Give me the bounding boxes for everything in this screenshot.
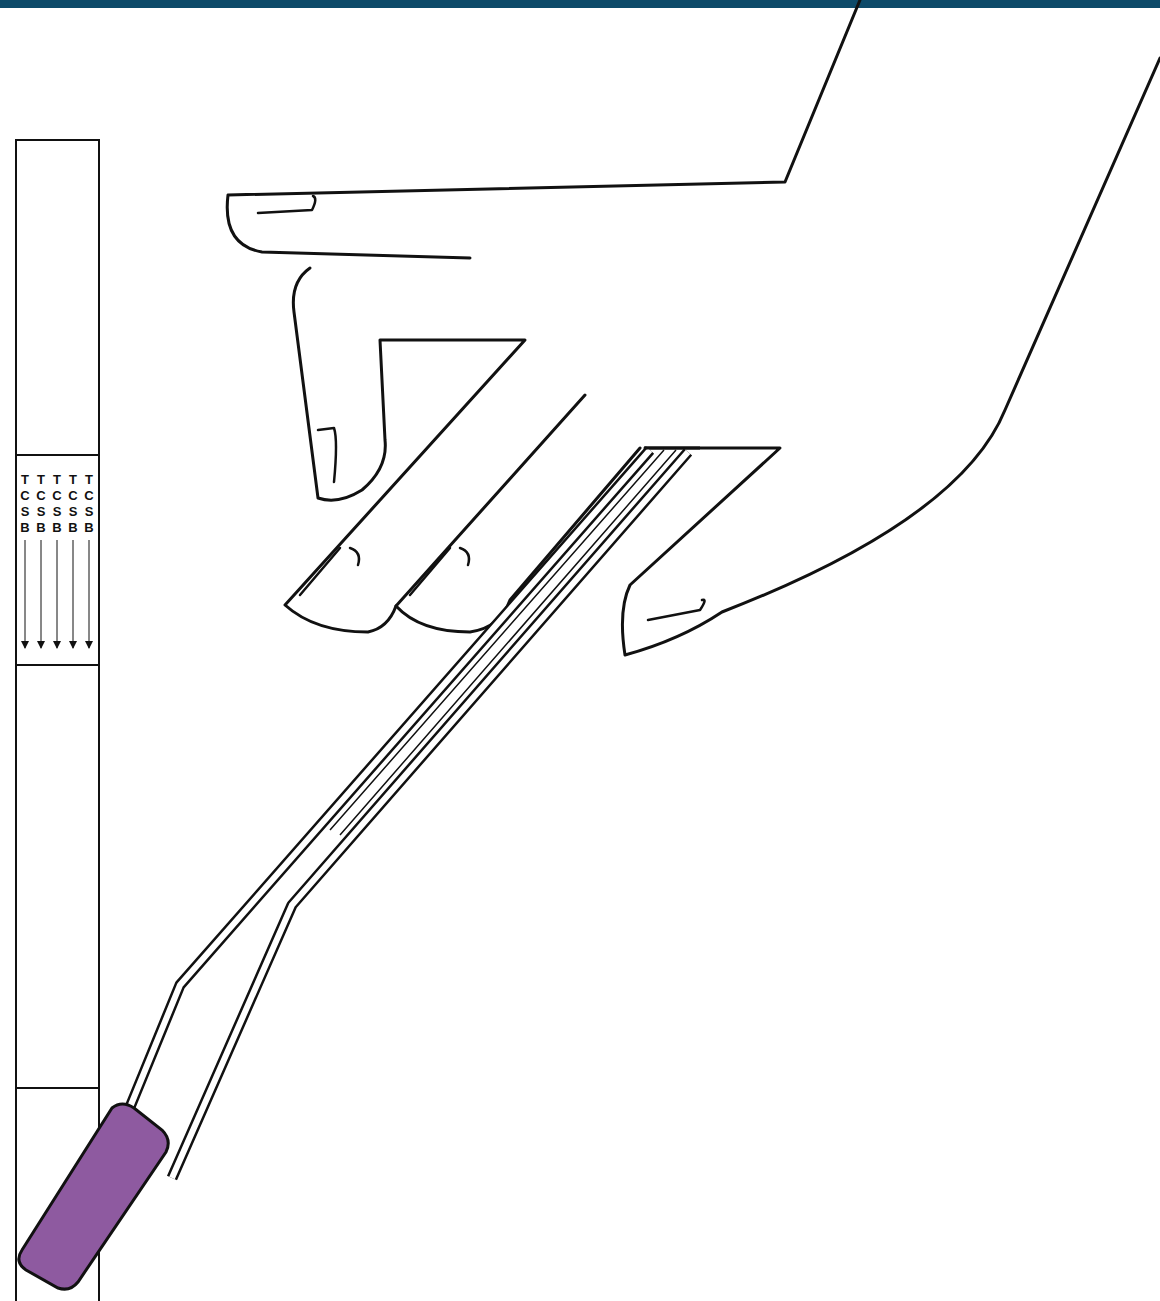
strip-letter: S (66, 505, 80, 519)
flow-arrow (41, 540, 42, 648)
test-strip (16, 140, 99, 1301)
strip-letter: B (66, 521, 80, 535)
strip-letter: B (34, 521, 48, 535)
strip-letter: C (34, 489, 48, 503)
strip-letter: C (18, 489, 32, 503)
strip-letter: T (66, 473, 80, 487)
strip-letter: C (50, 489, 64, 503)
strip-letter: B (50, 521, 64, 535)
strip-letter: S (34, 505, 48, 519)
strip-letter: S (18, 505, 32, 519)
tweezers (128, 448, 700, 1178)
strip-letter: S (82, 505, 96, 519)
flow-arrow (57, 540, 58, 648)
strip-letter: T (34, 473, 48, 487)
strip-arrows (25, 540, 89, 648)
flow-arrow (25, 540, 26, 648)
strip-letter: T (82, 473, 96, 487)
strip-letter: S (50, 505, 64, 519)
strip-letter: T (50, 473, 64, 487)
strip-letter: C (82, 489, 96, 503)
sample-pad (19, 1104, 168, 1289)
strip-letter: B (82, 521, 96, 535)
strip-letter: B (18, 521, 32, 535)
top-bar (0, 0, 1160, 8)
hand (227, 0, 1160, 655)
flow-arrow (73, 540, 74, 648)
strip-letter: C (66, 489, 80, 503)
strip-letter: T (18, 473, 32, 487)
flow-arrow (89, 540, 90, 648)
